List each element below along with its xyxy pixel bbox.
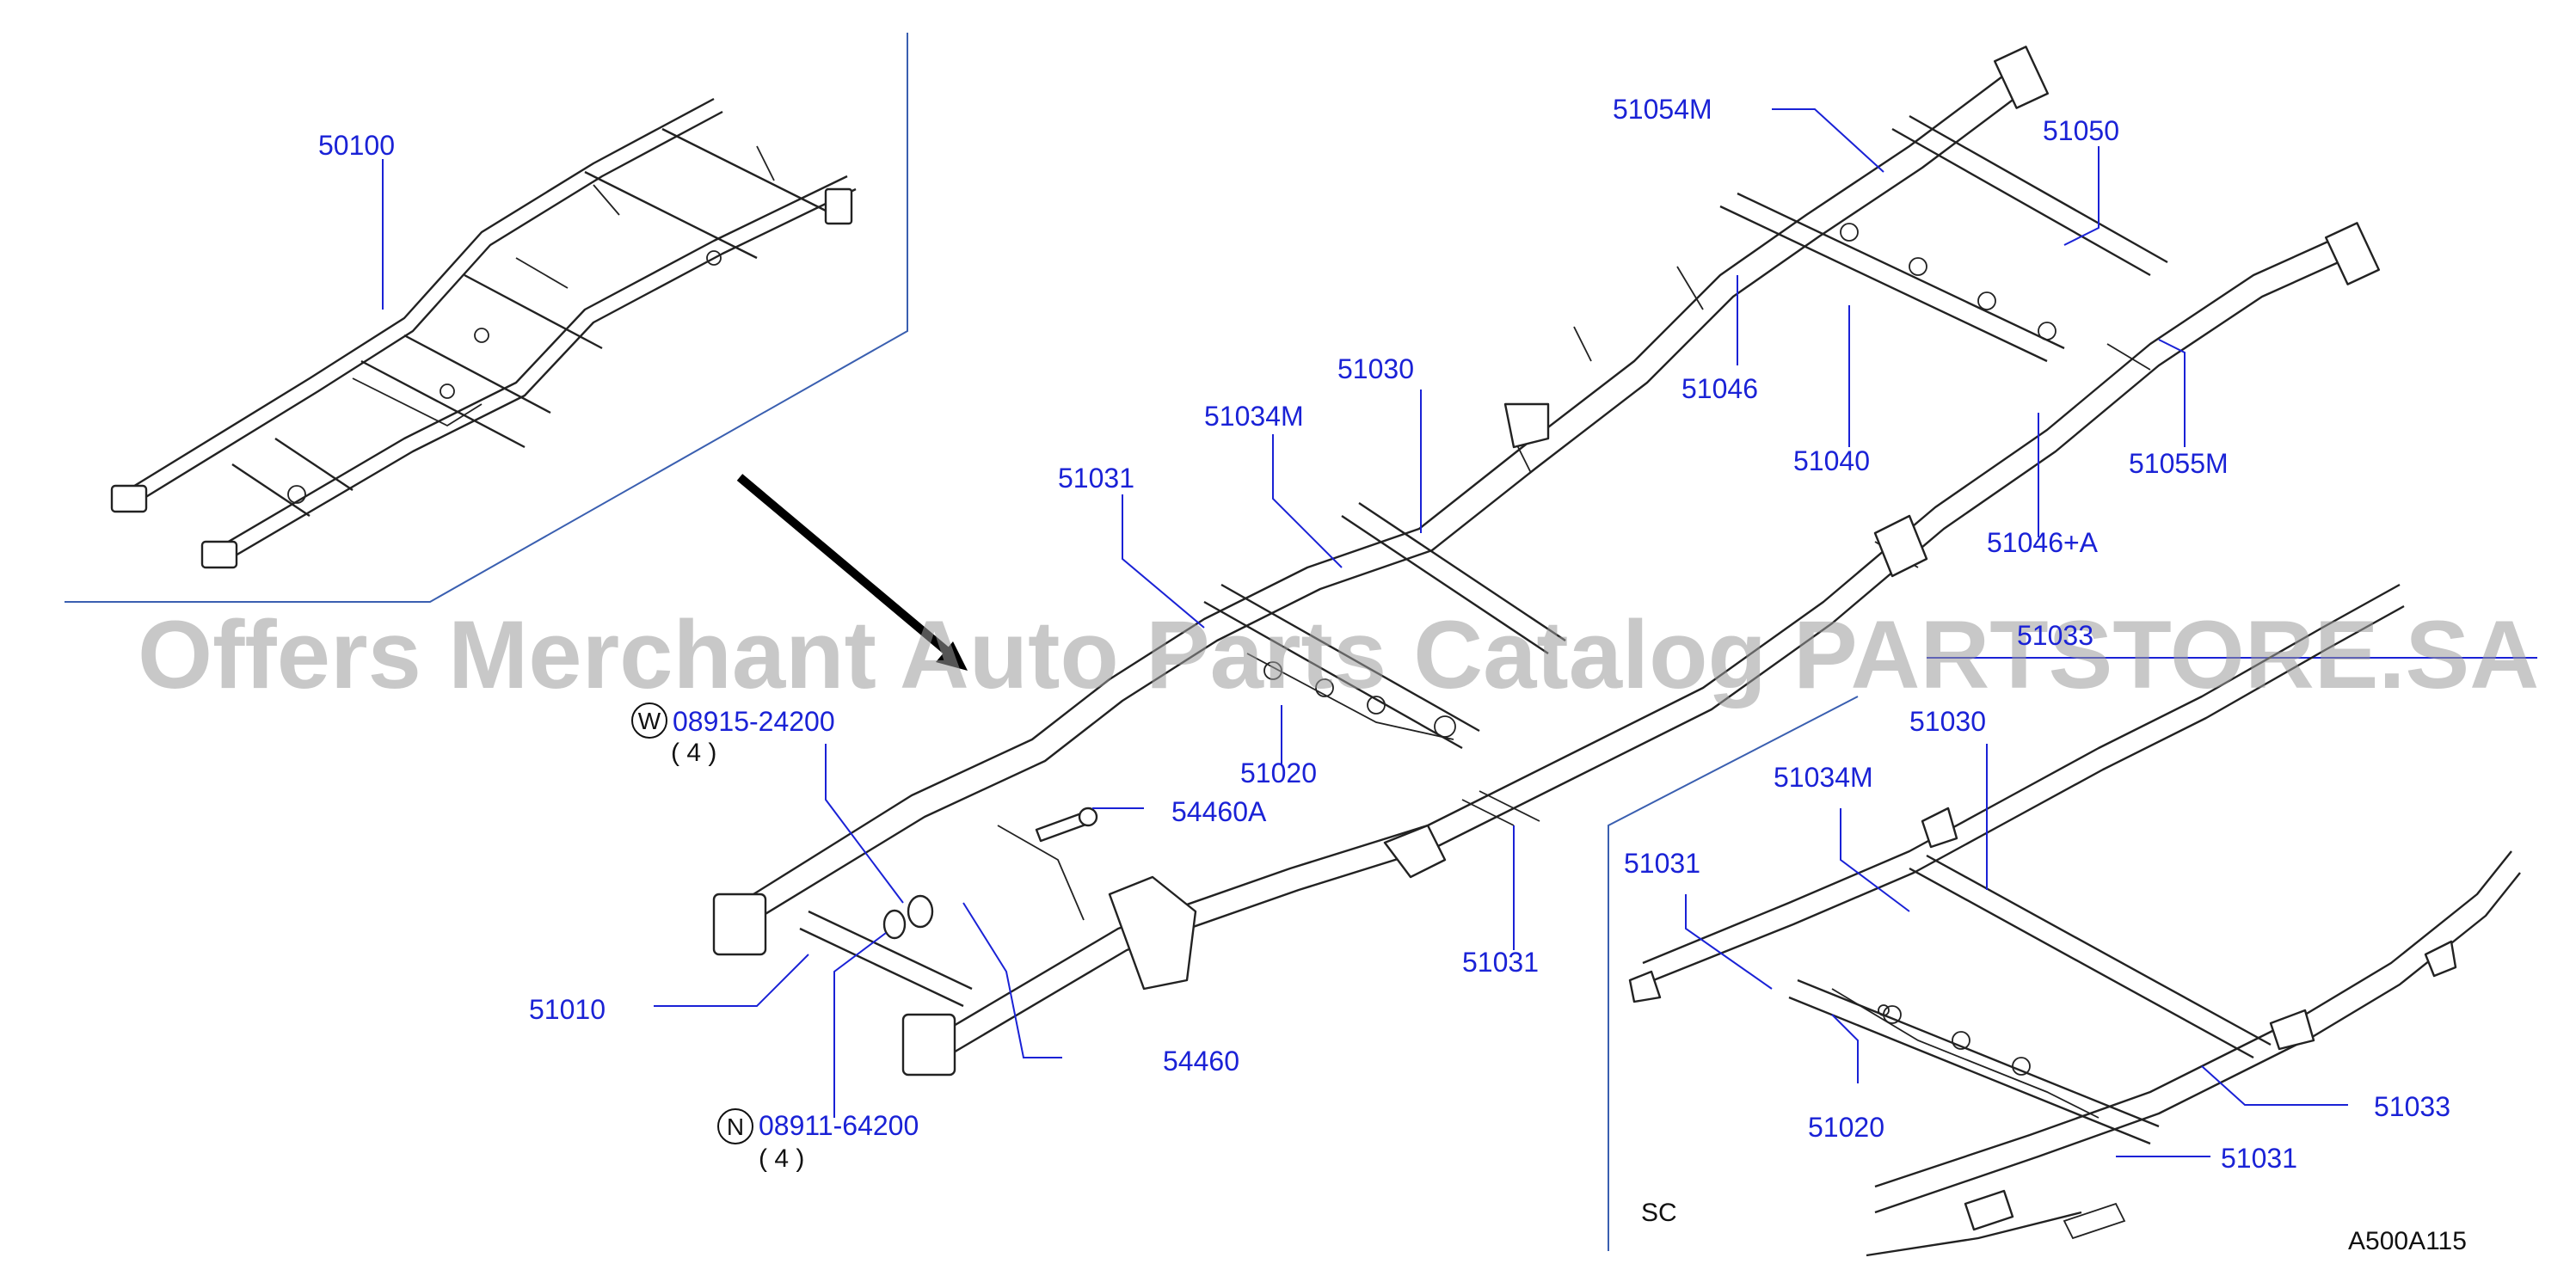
sc-label-51031-upper: 51031 [1624,848,1700,879]
label-51010: 51010 [529,994,606,1025]
label-51054M: 51054M [1613,94,1712,125]
label-50100: 50100 [318,130,395,161]
qty-08915: ( 4 ) [671,739,716,767]
svg-text:W: W [638,708,661,734]
watermark: Offers Merchant Auto Parts Catalog PARTS… [138,601,2539,709]
sc-label-51034M: 51034M [1774,762,1873,793]
circle-code-n: N [717,1108,753,1144]
label-51031-lower: 51031 [1462,947,1539,978]
overview-inset: 50100 [65,33,908,603]
sc-label-51031-lower: 51031 [2221,1143,2297,1174]
sc-variant-drawing [1628,583,2521,1257]
label-51030: 51030 [1337,353,1414,384]
sc-label-51033: 51033 [2374,1091,2450,1122]
pointer-arrow [736,474,968,671]
label-51033-partial: 51033 [2017,620,2093,651]
main-frame-drawing [712,46,2381,1077]
label-51020: 51020 [1240,758,1317,788]
label-51046: 51046 [1681,373,1758,404]
label-51055M: 51055M [2129,448,2229,479]
leader-lines-sc [1685,744,2348,1157]
label-51050: 51050 [2043,115,2119,146]
qty-08911: ( 4 ) [759,1144,804,1173]
variant-label-sc: SC [1641,1199,1677,1227]
sc-label-51020: 51020 [1808,1112,1884,1143]
sc-label-51030: 51030 [1909,706,1986,737]
overview-frame-drawing [110,97,857,569]
label-08911-64200: 08911-64200 [759,1110,919,1141]
leader-lines-main [654,108,2537,1251]
label-08915-24200: 08915-24200 [673,706,835,737]
label-51046A: 51046+A [1987,527,2099,558]
svg-text:N: N [727,1113,744,1140]
label-54460: 54460 [1163,1046,1239,1077]
label-54460A: 54460A [1171,796,1267,827]
diagram-code: A500A115 [2348,1227,2467,1255]
label-51034M: 51034M [1204,401,1304,432]
label-51031-upper: 51031 [1058,463,1134,494]
label-51040: 51040 [1793,445,1870,476]
circle-code-w: W [631,702,667,739]
